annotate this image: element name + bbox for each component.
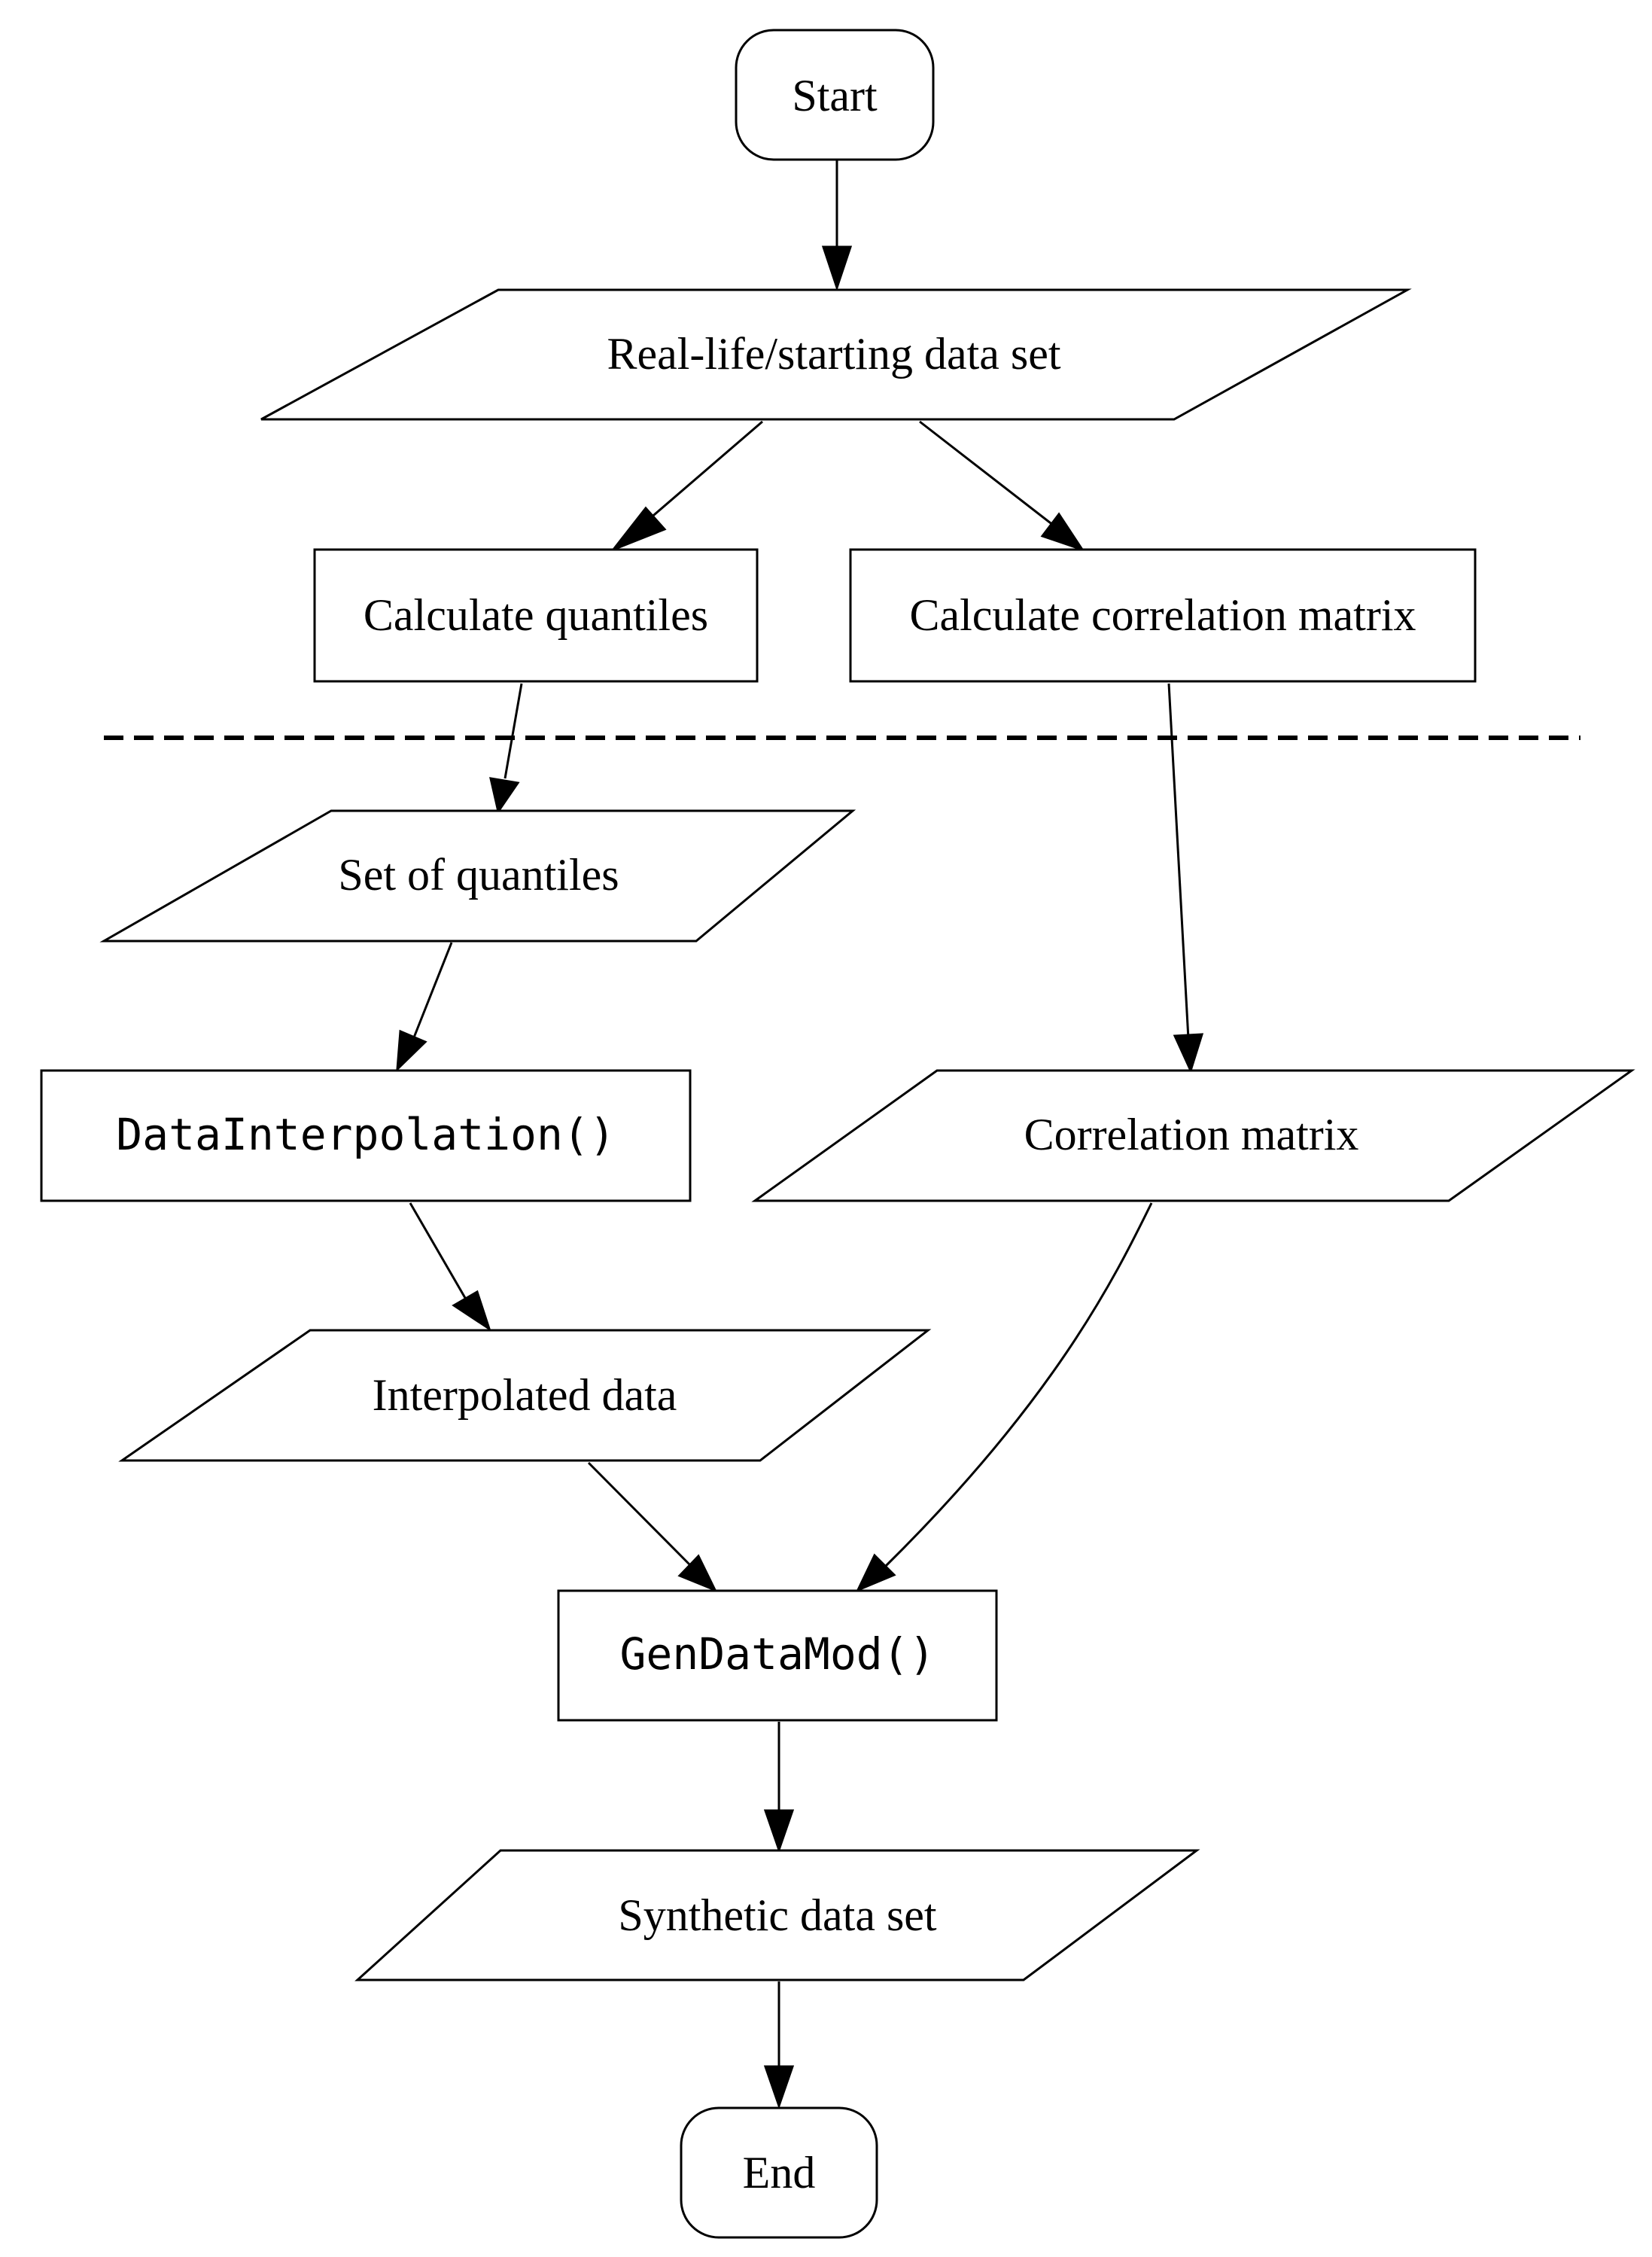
node-interpolated-data-label: Interpolated data (373, 1370, 677, 1420)
node-interpolated-data: Interpolated data (118, 1329, 932, 1462)
node-data-interpolation-label: DataInterpolation() (116, 1109, 615, 1160)
node-synthetic-data-label: Synthetic data set (618, 1890, 937, 1940)
node-end: End (680, 2106, 878, 2239)
edge-calc-correlation-to-correlation-matrix (1167, 683, 1204, 1074)
node-calc-quantiles-label: Calculate quantiles (364, 590, 708, 640)
node-set-of-quantiles: Set of quantiles (99, 809, 856, 943)
node-data-interpolation: DataInterpolation() (40, 1069, 692, 1202)
edge-correlation-matrix-to-gen-data-mod (855, 1202, 1153, 1592)
node-calc-quantiles: Calculate quantiles (313, 548, 759, 683)
node-calc-correlation: Calculate correlation matrix (849, 548, 1477, 683)
node-real-life-data-label: Real-life/starting data set (607, 329, 1060, 379)
edge-real-life-data-to-calc-correlation (919, 420, 1085, 552)
node-start-label: Start (792, 71, 878, 120)
edge-gen-data-mod-to-synthetic-data (763, 1722, 795, 1853)
edge-set-of-quantiles-to-data-interpolation (396, 942, 453, 1072)
node-correlation-matrix-label: Correlation matrix (1024, 1110, 1359, 1159)
edge-synthetic-data-to-end (763, 1981, 795, 2109)
node-synthetic-data: Synthetic data set (354, 1849, 1200, 1981)
edge-interpolated-data-to-gen-data-mod (587, 1461, 718, 1592)
edge-real-life-data-to-calc-quantiles (610, 420, 763, 553)
node-end-label: End (743, 2148, 816, 2198)
node-start: Start (735, 29, 935, 161)
node-calc-correlation-label: Calculate correlation matrix (909, 590, 1416, 640)
edge-start-to-real-life-data (821, 160, 853, 291)
node-set-of-quantiles-label: Set of quantiles (338, 850, 619, 900)
node-gen-data-mod: GenDataMod() (557, 1589, 998, 1722)
edge-calc-quantiles-to-set-of-quantiles (489, 683, 523, 815)
node-correlation-matrix: Correlation matrix (751, 1069, 1635, 1202)
edge-data-interpolation-to-interpolated-data (409, 1202, 491, 1332)
node-real-life-data: Real-life/starting data set (260, 288, 1412, 421)
node-gen-data-mod-label: GenDataMod() (619, 1628, 935, 1680)
